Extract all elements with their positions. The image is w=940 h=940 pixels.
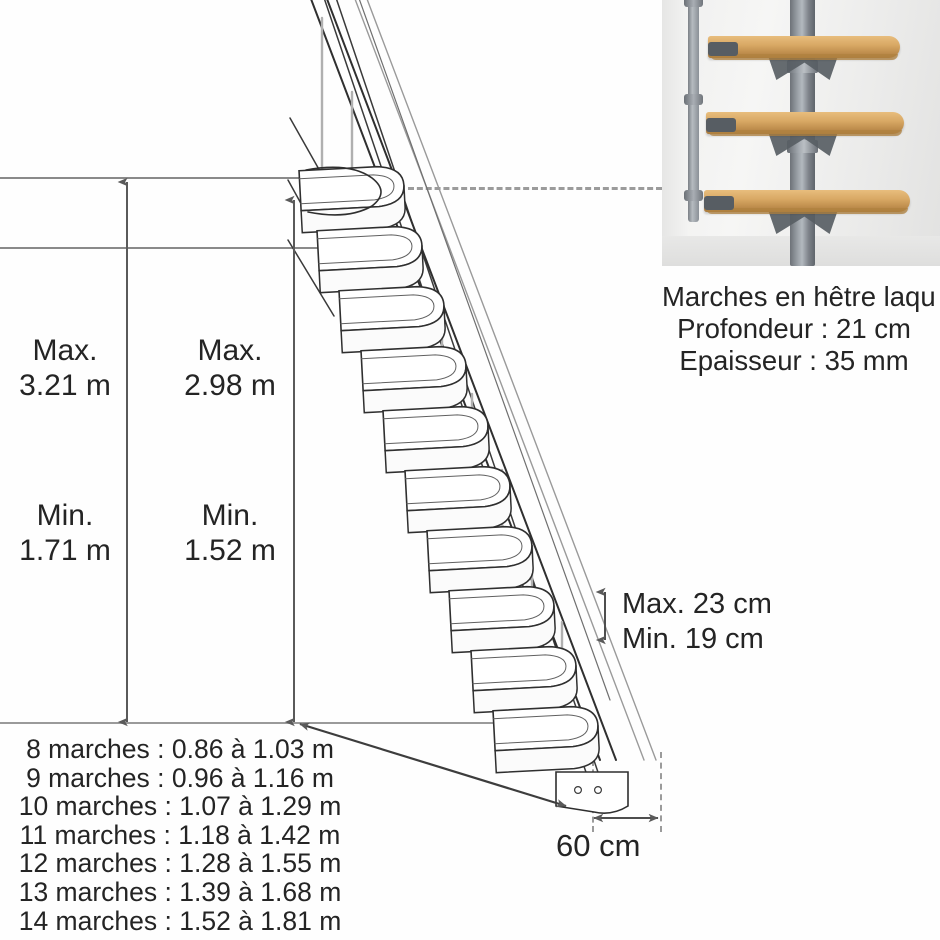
riser-min-label: Min. 19 cm: [622, 623, 764, 655]
ceiling-reference-line-lower: [0, 247, 335, 249]
photo-tread-edge: [710, 54, 898, 60]
left-max-label: Max. 3.21 m: [19, 334, 111, 403]
width-label: 60 cm: [556, 828, 641, 863]
step-count-list: 8 marches : 0.86 à 1.03 m 9 marches : 0.…: [0, 735, 360, 935]
list-item: 11 marches : 1.18 à 1.42 m: [19, 819, 341, 850]
photo-wall-rail: [688, 0, 699, 222]
photo-tread-clamp: [708, 42, 738, 56]
product-photo: [662, 0, 940, 266]
list-item: 9 marches : 0.96 à 1.16 m: [26, 762, 334, 793]
caption-material: Marches en hêtre laqu: [662, 281, 936, 312]
photo-tread: [708, 36, 900, 58]
inner-max-label: Max. 2.98 m: [184, 334, 276, 403]
photo-tread-clamp: [704, 196, 734, 210]
photo-tread: [706, 112, 904, 134]
list-item: 8 marches : 0.86 à 1.03 m: [26, 734, 334, 764]
width-extension-line-right: [660, 752, 662, 832]
ceiling-reference-line-upper: [0, 177, 305, 179]
list-item: 12 marches : 1.28 à 1.55 m: [18, 848, 342, 879]
list-item: 10 marches : 1.07 à 1.29 m: [18, 791, 342, 822]
photo-rail-node: [684, 190, 703, 201]
photo-rail-node: [684, 94, 703, 105]
riser-max-label: Max. 23 cm: [622, 588, 772, 620]
photo-tread-edge: [706, 208, 908, 214]
left-min-label: Min. 1.71 m: [19, 499, 111, 568]
list-item: 14 marches : 1.52 à 1.81 m: [18, 905, 342, 936]
caption-thickness: Epaisseur : 35 mm: [679, 345, 909, 376]
photo-tread-clamp: [706, 118, 736, 132]
photo-wall-corner: [662, 0, 688, 266]
photo-tread-edge: [708, 130, 902, 136]
width-extension-line-left: [592, 760, 594, 832]
list-item: 13 marches : 1.39 à 1.68 m: [18, 876, 342, 907]
caption-depth: Profondeur : 21 cm: [677, 313, 911, 344]
landing-projection-dashed-line: [408, 187, 662, 190]
photo-tread: [704, 190, 910, 212]
floor-reference-line: [0, 722, 560, 724]
photo-rail-node: [684, 0, 703, 7]
photo-caption: Marches en hêtre laqu Profondeur : 21 cm…: [648, 281, 940, 377]
inner-min-label: Min. 1.52 m: [184, 499, 276, 568]
